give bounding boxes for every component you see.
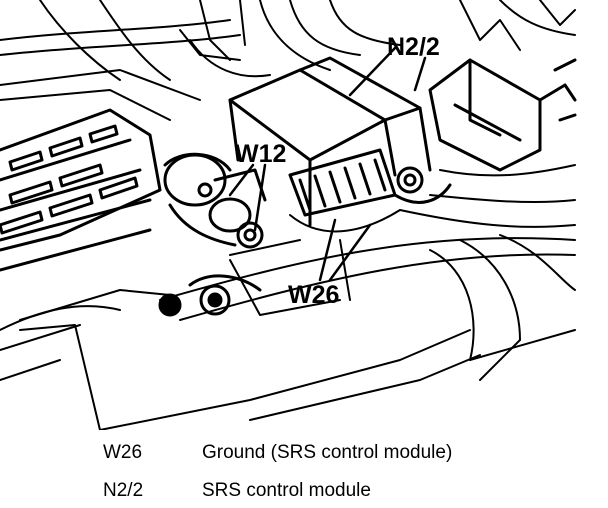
callout-n2-2: N2/2 [387, 33, 440, 61]
left-trim-panel [0, 108, 162, 272]
center-connectors [288, 148, 452, 217]
callout-w12: W12 [235, 140, 286, 168]
legend-description: Ground (SRS control module) [202, 442, 453, 463]
legend-description: SRS control module [202, 480, 371, 501]
legend-row: W26 Ground (SRS control module) [0, 442, 608, 466]
wiring-diagram: W12 N2/2 W26 [0, 0, 577, 430]
upper-harness [0, 0, 576, 121]
body-contours [0, 164, 576, 430]
ground-stud-cluster [163, 152, 267, 249]
legend-code: N2/2 [103, 480, 144, 501]
right-connector-block [428, 58, 577, 172]
legend-code: W26 [103, 442, 143, 463]
legend-row: N2/2 SRS control module [0, 480, 608, 504]
callout-w26: W26 [288, 281, 339, 309]
callout-leaders [228, 46, 427, 282]
legend: W26 Ground (SRS control module) N2/2 SRS… [0, 436, 608, 508]
